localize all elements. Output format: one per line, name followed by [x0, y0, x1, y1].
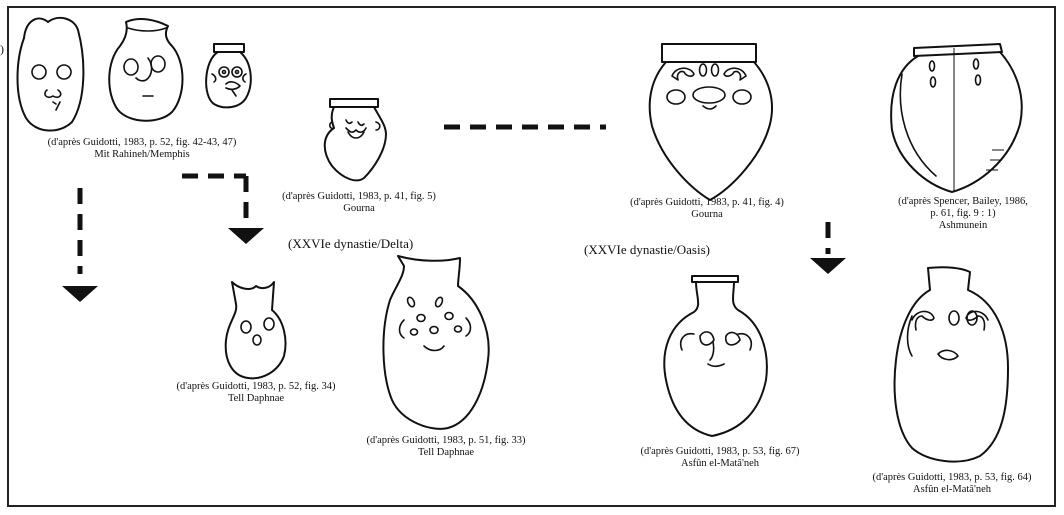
caption-gourna-1-ref: (d'après Guidotti, 1983, p. 41, fig. 5): [282, 191, 436, 202]
vessel-drawing-memphis-3: [205, 43, 252, 109]
edge-label: ): [0, 42, 4, 56]
caption-memphis: (d'après Guidotti, 1983, p. 52, fig. 42-…: [16, 137, 268, 161]
caption-memphis-site: Mit Rahineh/Memphis: [94, 149, 190, 160]
caption-ashmunein-ref-2: p. 61, fig. 9 : 1): [930, 208, 996, 219]
caption-gourna-2: (d'après Guidotti, 1983, p. 41, fig. 4) …: [604, 197, 810, 221]
caption-memphis-ref: (d'après Guidotti, 1983, p. 52, fig. 42-…: [47, 137, 237, 148]
connector-arrows: [62, 124, 846, 302]
caption-daphnae-2-ref: (d'après Guidotti, 1983, p. 51, fig. 33): [366, 435, 526, 446]
caption-daphnae-2: (d'après Guidotti, 1983, p. 51, fig. 33)…: [340, 435, 552, 459]
vessel-drawing-memphis-1: [16, 16, 85, 132]
vessel-drawing-asfun-2: [893, 266, 1009, 463]
caption-ashmunein-ref-1: (d'après Spencer, Bailey, 1986,: [898, 196, 1028, 207]
vessel-drawing-ashmunein: [890, 43, 1023, 193]
vessel-drawing-gourna-2: [648, 43, 774, 201]
vessel-drawing-asfun-1: [663, 275, 768, 437]
caption-gourna-1: (d'après Guidotti, 1983, p. 41, fig. 5) …: [256, 191, 462, 215]
caption-gourna-1-site: Gourna: [343, 203, 375, 214]
caption-asfun-1: (d'après Guidotti, 1983, p. 53, fig. 67)…: [614, 446, 826, 470]
figure-frame: [7, 6, 1056, 507]
caption-daphnae-1-ref: (d'après Guidotti, 1983, p. 52, fig. 34): [176, 381, 336, 392]
vessel-drawing-gourna-1: [323, 98, 387, 182]
vessel-drawing-daphnae-1: [224, 281, 287, 380]
caption-gourna-2-site: Gourna: [691, 209, 723, 220]
caption-ashmunein-site: Ashmunein: [938, 220, 988, 231]
caption-asfun-2: (d'après Guidotti, 1983, p. 53, fig. 64)…: [846, 472, 1058, 496]
caption-ashmunein: (d'après Spencer, Bailey, 1986, p. 61, f…: [878, 196, 1048, 232]
caption-asfun-1-site: Asfûn el-Matâ'neh: [681, 458, 759, 469]
caption-daphnae-1: (d'après Guidotti, 1983, p. 52, fig. 34)…: [150, 381, 362, 405]
caption-asfun-1-ref: (d'après Guidotti, 1983, p. 53, fig. 67): [640, 446, 800, 457]
vessel-drawing-daphnae-2: [382, 255, 490, 430]
caption-asfun-2-site: Asfûn el-Matâ'neh: [913, 484, 991, 495]
heading-delta: (XXVIe dynastie/Delta): [288, 236, 414, 251]
heading-oasis: (XXVIe dynastie/Oasis): [584, 242, 710, 257]
caption-asfun-2-ref: (d'après Guidotti, 1983, p. 53, fig. 64): [872, 472, 1032, 483]
caption-gourna-2-ref: (d'après Guidotti, 1983, p. 41, fig. 4): [630, 197, 784, 208]
vessel-drawing-memphis-2: [108, 18, 184, 122]
caption-daphnae-1-site: Tell Daphnae: [227, 393, 285, 404]
caption-daphnae-2-site: Tell Daphnae: [417, 447, 475, 458]
